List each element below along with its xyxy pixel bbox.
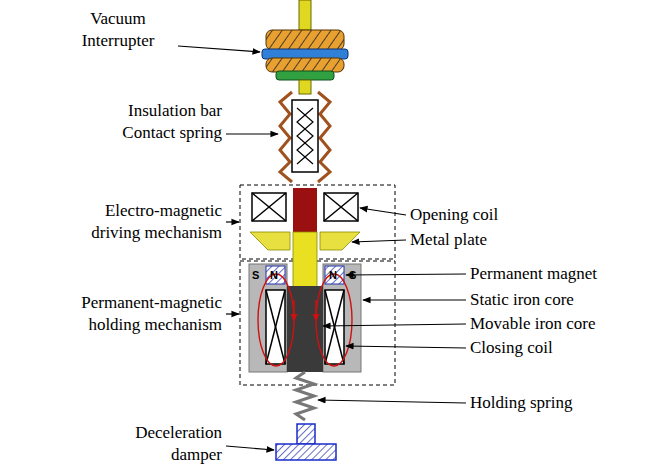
part-label: Insulation bar Contact spring bbox=[92, 100, 222, 144]
part-label: Closing coil bbox=[470, 337, 640, 359]
shaft bbox=[293, 232, 317, 288]
pole-label: N bbox=[329, 269, 341, 281]
part-label: Permanent magnet bbox=[470, 263, 640, 285]
pole-label: N bbox=[270, 269, 282, 281]
holding-mechanism-box bbox=[240, 261, 395, 385]
vacuum-interrupter bbox=[262, 30, 348, 80]
part-label: Static iron core bbox=[470, 289, 640, 311]
metal-plate bbox=[250, 232, 360, 250]
opening-coil bbox=[252, 193, 358, 221]
group-label: Permanent-magnetic holding mechanism bbox=[57, 292, 222, 336]
part-label: Metal plate bbox=[410, 229, 530, 251]
part-label: Vacuum Interrupter bbox=[62, 8, 174, 52]
group-label: Electro-magnetic driving mechanism bbox=[72, 200, 222, 244]
part-label: Opening coil bbox=[410, 204, 530, 226]
driving-mechanism-box bbox=[240, 185, 395, 259]
shaft bbox=[299, 0, 311, 30]
permanent-magnet bbox=[266, 266, 344, 284]
connecting-rod bbox=[293, 188, 317, 232]
shaft bbox=[299, 80, 311, 94]
pole-label: S bbox=[252, 269, 264, 281]
insulation-bar bbox=[280, 92, 330, 182]
pole-label: S bbox=[349, 269, 361, 281]
flux-loop bbox=[258, 274, 352, 366]
deceleration-damper bbox=[276, 424, 336, 460]
part-label: Holding spring bbox=[470, 392, 640, 414]
part-label: Deceleration damper bbox=[112, 422, 222, 466]
holding-spring bbox=[296, 372, 314, 420]
static-iron-core bbox=[249, 264, 361, 372]
part-label: Movable iron core bbox=[470, 313, 640, 335]
